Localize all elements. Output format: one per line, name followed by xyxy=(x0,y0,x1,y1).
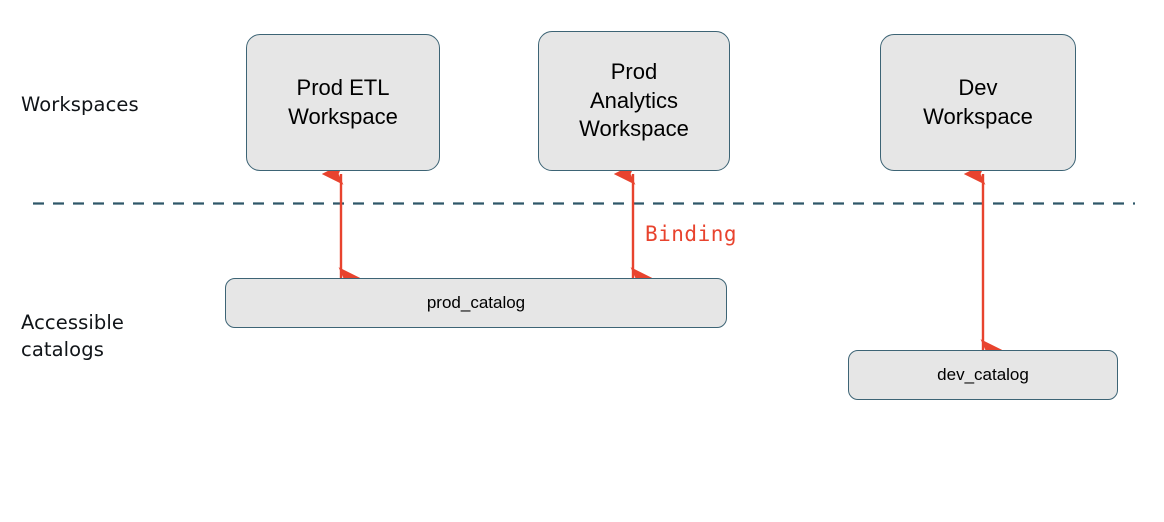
workspace-node-prod-analytics[interactable]: Prod Analytics Workspace xyxy=(538,31,730,171)
workspace-node-prod-etl[interactable]: Prod ETL Workspace xyxy=(246,34,440,171)
workspace-node-label: Prod ETL Workspace xyxy=(288,74,398,129)
catalog-node-label: dev_catalog xyxy=(937,364,1029,384)
row-label-workspaces: Workspaces xyxy=(21,93,139,116)
catalog-node-label: prod_catalog xyxy=(426,292,526,312)
catalog-node-dev-catalog[interactable]: dev_catalog xyxy=(848,350,1118,400)
row-label-accessible-catalogs: Accessible catalogs xyxy=(21,311,124,361)
workspace-node-label: Dev Workspace xyxy=(923,74,1033,129)
catalog-node-prod-catalog[interactable]: prod_catalog xyxy=(225,278,727,328)
workspace-node-dev[interactable]: Dev Workspace xyxy=(880,34,1076,171)
workspace-node-label: Prod Analytics Workspace xyxy=(579,59,689,142)
binding-annotation-label: Binding xyxy=(645,222,738,246)
